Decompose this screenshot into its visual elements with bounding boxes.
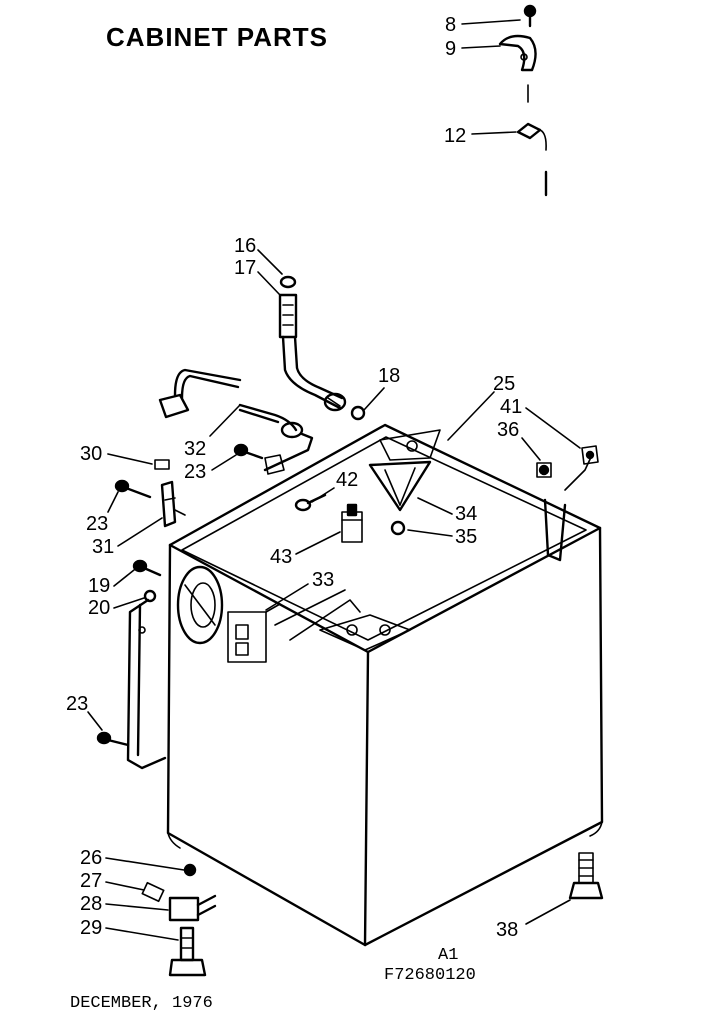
callout-label: 23 — [66, 693, 88, 715]
hinge-bracket — [543, 454, 593, 562]
diagram-date: DECEMBER, 1976 — [70, 994, 213, 1013]
leg-29 — [168, 926, 207, 977]
callout-label: 12 — [444, 125, 466, 147]
corner-bracket-front — [319, 614, 411, 651]
bracket-31 — [160, 480, 186, 528]
diagram-code: A1 — [438, 946, 459, 965]
switch-block — [227, 603, 281, 663]
motor-opening — [176, 565, 224, 645]
callout-label: 19 — [88, 575, 110, 597]
callout-label: 23 — [184, 461, 206, 483]
clip-43 — [341, 503, 363, 543]
bracket-9 — [498, 34, 537, 72]
diagram-title: CABINET PARTS — [106, 22, 328, 52]
callout-label: 38 — [496, 919, 518, 941]
screw-19 — [132, 559, 162, 577]
screw-8 — [523, 4, 537, 28]
callouts: 8 9 12 16 17 18 25 41 36 30 32 23 — [66, 14, 581, 941]
bracket-28 — [168, 894, 217, 922]
cabinet-body — [166, 423, 604, 947]
clip-41 — [581, 445, 599, 465]
callout-label: 16 — [234, 235, 256, 257]
callout-label: 30 — [80, 443, 102, 465]
callout-label: 32 — [184, 438, 206, 460]
callout-label: 43 — [270, 546, 292, 568]
callout-label: 29 — [80, 917, 102, 939]
tri-bracket — [368, 460, 432, 512]
screw-23-top — [233, 443, 285, 475]
leg-38 — [568, 852, 604, 900]
callout-label: 35 — [455, 526, 477, 548]
callout-label: 18 — [378, 365, 400, 387]
fill-hose — [278, 275, 366, 421]
washer-26 — [183, 863, 197, 877]
callout-label: 9 — [445, 38, 456, 60]
part-30 — [154, 459, 170, 470]
washer-20 — [143, 589, 157, 603]
side-panel — [126, 598, 167, 770]
part-number: F72680120 — [384, 966, 476, 985]
wire-harness — [158, 368, 314, 472]
corner-bracket-rear — [379, 429, 441, 461]
screw-23-bottom — [96, 731, 130, 747]
nut-36 — [536, 462, 552, 478]
callout-label: 41 — [500, 396, 522, 418]
callout-label: 26 — [80, 847, 102, 869]
nut-35 — [390, 520, 406, 536]
callout-label: 34 — [455, 503, 477, 525]
pin-27 — [141, 881, 165, 903]
clip-12 — [516, 122, 548, 197]
callout-label: 8 — [445, 14, 456, 36]
callout-label: 31 — [92, 536, 114, 558]
callout-label: 27 — [80, 870, 102, 892]
callout-label: 20 — [88, 597, 110, 619]
callout-label: 33 — [312, 569, 334, 591]
callout-label: 42 — [336, 469, 358, 491]
callout-label: 28 — [80, 893, 102, 915]
screw-23-left — [114, 479, 152, 499]
callout-label: 23 — [86, 513, 108, 535]
callout-label: 17 — [234, 257, 256, 279]
callout-label: 36 — [497, 419, 519, 441]
callout-label: 25 — [493, 373, 515, 395]
